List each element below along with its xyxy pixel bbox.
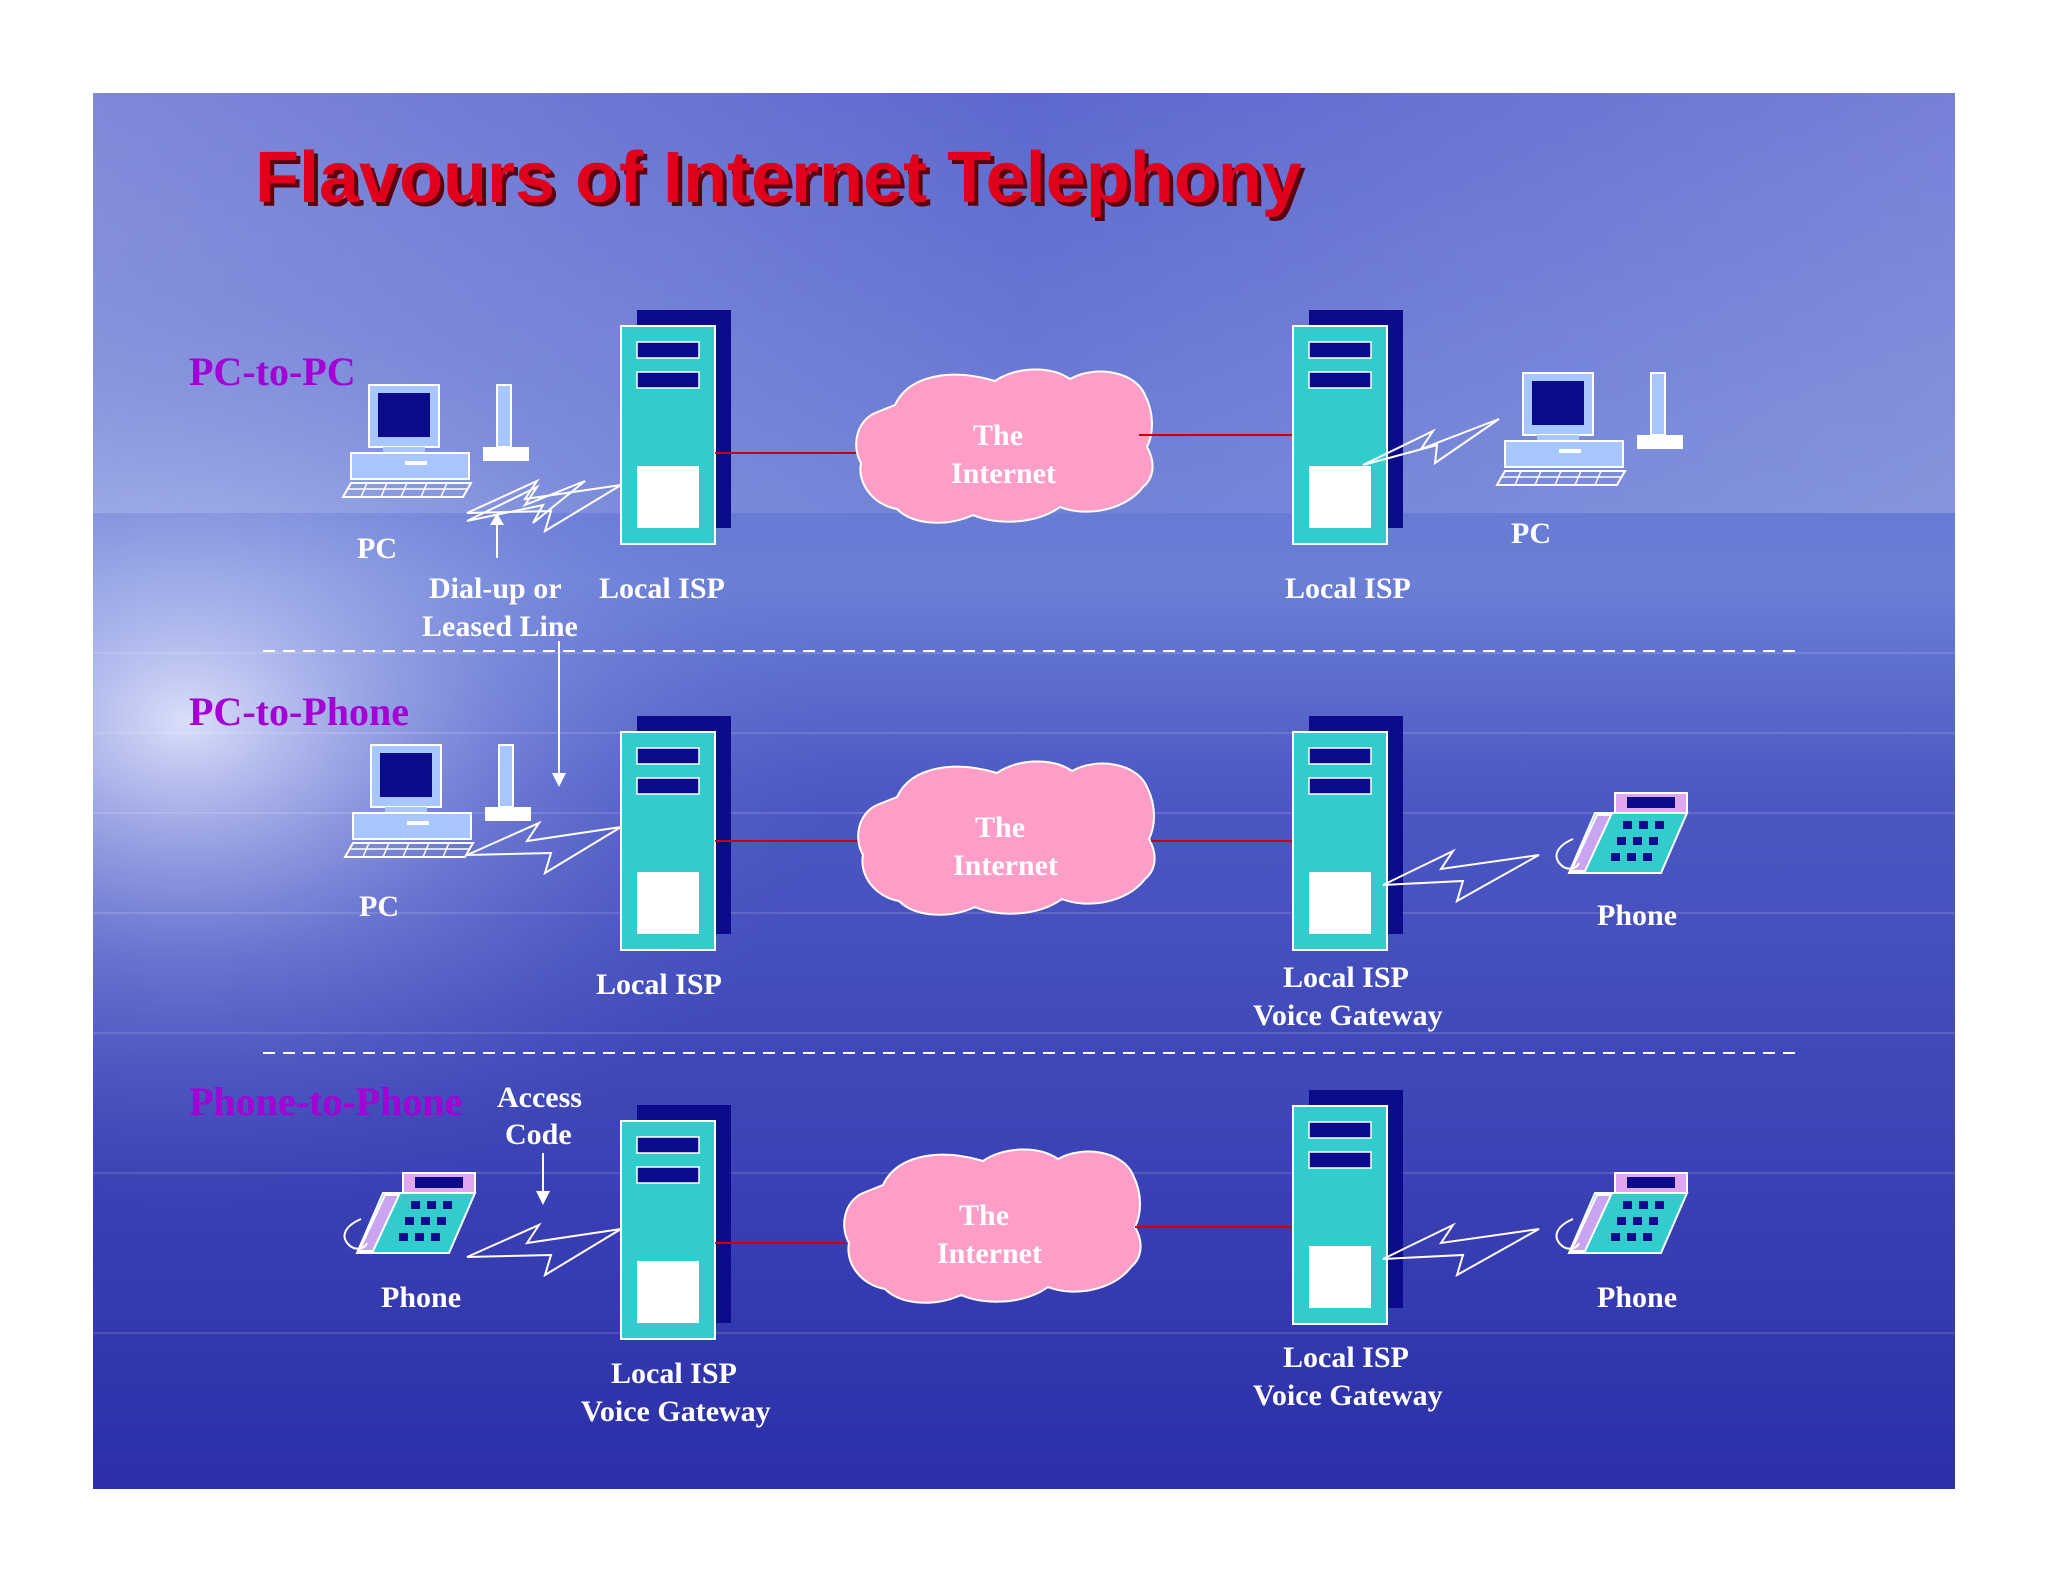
server-icon <box>620 715 732 951</box>
right-server-line-1: Local ISP <box>1283 1341 1409 1374</box>
arrow-head-icon <box>552 773 566 787</box>
left-device-label: PC <box>357 532 397 565</box>
right-server-line-2: Voice Gateway <box>1253 1379 1443 1412</box>
section-label: PC-to-PC <box>189 349 356 394</box>
right-device-label: Phone <box>1597 899 1677 932</box>
left-server-line-1: Local ISP <box>611 1357 737 1390</box>
cloud-line-2: Internet <box>953 849 1058 882</box>
wireless-link-icon <box>1362 418 1500 466</box>
server-icon <box>1292 1089 1404 1325</box>
server-icon <box>620 309 732 545</box>
wireless-link-icon <box>1382 848 1540 904</box>
left-device-label: Phone <box>381 1281 461 1314</box>
arrow-head-icon <box>490 513 504 525</box>
right-device-label: Phone <box>1597 1281 1677 1314</box>
wireless-link-icon <box>466 478 622 534</box>
left-server-label: Local ISP <box>599 572 725 605</box>
callout-line-1: Access <box>497 1081 582 1114</box>
left-device-label: PC <box>359 890 399 923</box>
right-server-label: Local ISP <box>1285 572 1411 605</box>
cloud-line-1: The <box>973 419 1023 452</box>
section-pc-to-phone: PC-to-Phone PC Local ISP The Internet Lo… <box>189 689 1688 1032</box>
section-phone-to-phone: Phone-to-Phone Access Code Phone Local I… <box>189 1079 1688 1428</box>
section-label: PC-to-Phone <box>189 689 409 734</box>
cloud-line-1: The <box>959 1199 1009 1232</box>
callout-line-2: Code <box>505 1118 572 1151</box>
section-pc-to-pc: PC-to-PC PC Dial-up or Leased Line Local… <box>189 309 1684 787</box>
section-label: Phone-to-Phone <box>189 1079 462 1124</box>
right-server-line-2: Voice Gateway <box>1253 999 1443 1032</box>
left-server-label: Local ISP <box>596 968 722 1001</box>
wireless-link-icon <box>1382 1222 1540 1278</box>
callout-line-2: Leased Line <box>422 610 578 643</box>
server-icon <box>1292 309 1404 545</box>
right-device-label: PC <box>1511 517 1551 550</box>
page-title-shadow: Flavours of Internet Telephony <box>259 142 1306 222</box>
cloud-line-1: The <box>975 811 1025 844</box>
slide-canvas: Flavours of Internet Telephony Flavours … <box>93 93 1955 1489</box>
right-server-line-1: Local ISP <box>1283 961 1409 994</box>
arrow-head-icon <box>536 1191 550 1205</box>
page-title: Flavours of Internet Telephony <box>255 138 1302 218</box>
cloud-line-2: Internet <box>937 1237 1042 1270</box>
callout-line-1: Dial-up or <box>429 572 562 605</box>
server-icon <box>620 1104 732 1340</box>
cloud-line-2: Internet <box>951 457 1056 490</box>
server-icon <box>1292 715 1404 951</box>
left-server-line-2: Voice Gateway <box>581 1395 771 1428</box>
